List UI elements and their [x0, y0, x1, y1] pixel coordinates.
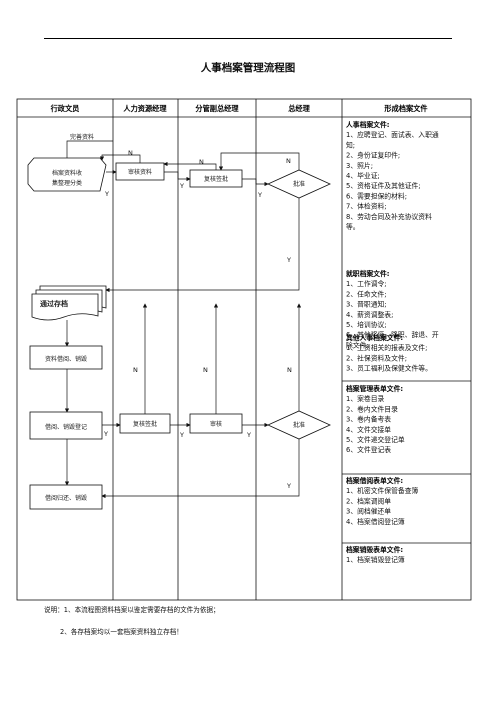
borrow-apply-node — [29, 345, 103, 370]
archive-group-item: 1、档案销毁登记簿 — [346, 555, 405, 564]
no-mark-3: N — [286, 157, 291, 165]
archive-group-heading: 档案销毁表单文件: — [345, 545, 403, 554]
column-header-archive-files: 形成档案文件 — [384, 104, 427, 113]
collect-materials-label-1: 档案资料收 — [52, 169, 82, 177]
page-title: 人事档案管理流程图 — [200, 62, 296, 74]
archive-label: 通过存档 — [40, 299, 68, 308]
archive-group-item: 6、文件登记表 — [346, 445, 391, 454]
archive-group-item: 除文件。 — [346, 340, 373, 349]
yes-mark-6: Y — [179, 431, 184, 439]
archive-group-item: 1、应聘登记、面试表、入职通 — [346, 130, 439, 139]
yes-mark-3: Y — [257, 191, 262, 199]
audit-label: 审核 — [210, 420, 222, 428]
column-header-deputy-gm: 分管副总经理 — [195, 104, 239, 113]
yes-mark-1: Y — [104, 190, 109, 198]
approve-label-1: 批准 — [293, 180, 305, 188]
archive-group-heading: 人事档案文件: — [346, 120, 390, 129]
approve-diamond-1 — [267, 169, 331, 199]
review-materials-label: 审核资料 — [128, 168, 152, 176]
no-mark-4: N — [133, 366, 138, 374]
borrow-return-node — [29, 484, 103, 510]
no-mark-5: N — [203, 366, 208, 374]
approve-diamond-2 — [267, 410, 331, 440]
archive-group-item: 8、劳动合同及补充协议资料 — [346, 212, 432, 221]
no-mark-6: N — [287, 366, 292, 374]
column-header-general-manager: 总经理 — [288, 104, 310, 113]
note-2: 2、各存档案均以一套档案资料独立存档！ — [60, 628, 183, 636]
archive-group-item: 1、案卷目录 — [346, 394, 385, 403]
archive-group-item: 6、其他奖惩、降职、辞退、开 — [346, 330, 439, 339]
archive-group-heading: 档案管理表单文件: — [345, 384, 403, 393]
archive-group-item: 2、身份证复印件; — [346, 151, 400, 160]
archive-group-item: 6、需要担保的材料; — [346, 191, 407, 200]
top-rule — [44, 38, 452, 39]
approve-label-2: 批准 — [293, 421, 305, 429]
recheck-sign-label-2: 复核签批 — [133, 420, 157, 428]
archive-group-heading: 档案借阅表单文件: — [345, 476, 403, 485]
yes-mark-5: Y — [103, 430, 108, 438]
archive-group-item: 2、任命文件; — [346, 289, 387, 298]
archive-group-item: 3、阅档催还单 — [346, 507, 391, 516]
archive-group-item: 3、照片; — [346, 161, 373, 170]
archive-group-item: 3、员工福利及保健文件等。 — [346, 364, 432, 373]
yes-mark-2: Y — [179, 182, 184, 190]
archive-group-item: 2、卷内文件目录 — [346, 404, 398, 413]
archive-group-item: 4、毕业证; — [346, 171, 380, 180]
borrow-register-node — [29, 411, 103, 440]
recheck-sign-label: 复核签批 — [204, 175, 228, 183]
archive-docs-node — [31, 285, 107, 321]
borrow-apply-label: 资料借阅、销毁 — [45, 355, 87, 363]
archive-group-item: 等。 — [346, 222, 360, 231]
archive-group-item: 5、文件递交登记单 — [346, 435, 405, 444]
archive-group-item: 7、体检资料; — [346, 202, 387, 211]
archive-group-item: 2、社保资料及文件; — [346, 353, 407, 362]
improve-loop-line — [66, 140, 113, 158]
archive-group-item: 1、工资相关的报表及文件; — [346, 343, 427, 352]
archive-group-heading: 就职档案文件: — [346, 269, 390, 278]
archive-group-item: 2、档案调阅单 — [346, 496, 391, 505]
archive-group-item: 3、卷内备考表 — [346, 415, 391, 424]
note-1: 说明：1、本流程图资料档案以鉴定需要存档的文件为依据； — [44, 606, 220, 614]
archive-group-item: 5、培训协议; — [346, 320, 387, 329]
archive-group-item: 4、档案借阅登记簿 — [346, 517, 405, 526]
column-header-hr-manager: 人力资源经理 — [123, 104, 167, 113]
yes-mark-8: Y — [286, 482, 291, 490]
archive-group-heading: 其他人事档案文件: — [346, 333, 403, 342]
yes-mark-4: Y — [286, 256, 291, 264]
archive-group-item: 5、资格证件及其他证件; — [346, 181, 421, 190]
archive-group-item: 1、机密文件保管备查簿 — [346, 486, 418, 495]
archive-group-item: 1、工作调令; — [346, 279, 387, 288]
archive-group-item: 4、薪资调整表; — [346, 310, 393, 319]
borrow-return-label: 借阅归还、销毁 — [45, 494, 87, 502]
no-mark-1: N — [128, 149, 133, 157]
borrow-register-label: 借阅、销毁登记 — [45, 423, 87, 431]
no-mark-2: N — [199, 158, 204, 166]
archive-group-item: 3、晋职通知; — [346, 300, 387, 309]
column-header-admin-clerk: 行政文员 — [50, 104, 80, 113]
improve-materials-label: 完善资料 — [70, 133, 94, 141]
archive-group-item: 4、文件交接单 — [346, 425, 391, 434]
archive-group-item: 知; — [346, 140, 355, 149]
collect-materials-label-2: 集整理分类 — [52, 179, 82, 187]
collect-materials-node — [27, 157, 107, 192]
yes-mark-7: Y — [246, 431, 251, 439]
